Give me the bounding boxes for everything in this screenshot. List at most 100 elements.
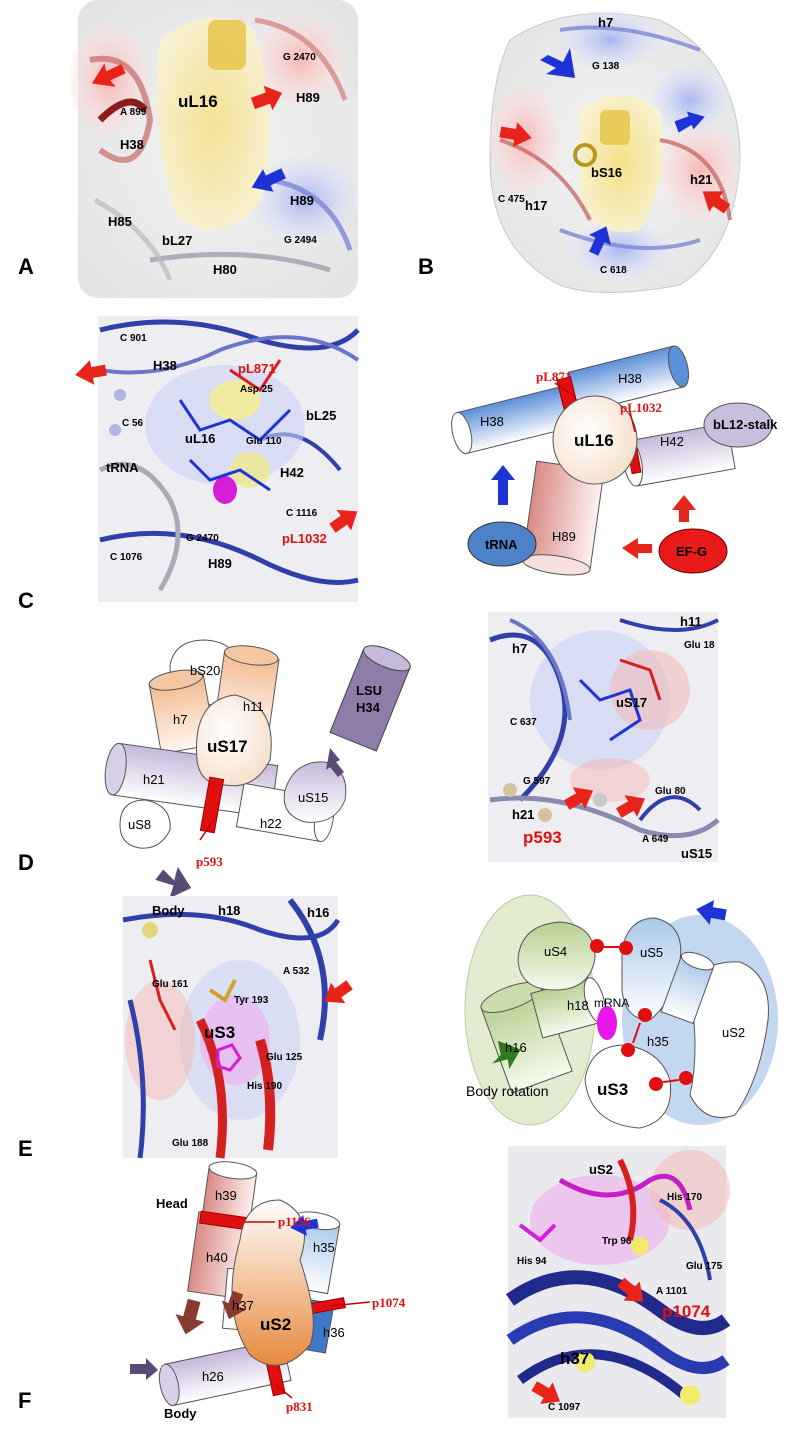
e-label-a532: A 532 [283,966,310,977]
c2-label-pL871: pL871 [536,369,572,384]
f2-label-p1074: p1074 [662,1302,711,1321]
panel-letter-b: B [418,254,434,279]
c-label-glu110: Glu 110 [246,436,282,447]
e-label-h18: h18 [218,903,241,918]
a-label-g2470: G 2470 [283,52,316,63]
f2-label-his170: His 170 [667,1192,703,1203]
e-label-glu161: Glu 161 [152,979,189,990]
f-label-head: Head [156,1196,188,1211]
c-label-c1076: C 1076 [110,552,143,563]
f-label-h26: h26 [202,1369,224,1384]
d2-label-h11: h11 [680,614,702,629]
f-label-h39: h39 [215,1188,237,1203]
f-label-p1074: p1074 [372,1295,406,1310]
a-label-bL27: bL27 [162,233,193,248]
panel-e-schematic [464,894,778,1129]
panel-letter-d: D [18,850,34,875]
d-label-uS17: uS17 [207,737,248,756]
panel-d-schematic [104,639,411,899]
c-label-pL1032: pL1032 [282,531,327,546]
panel-c-schematic [451,345,773,576]
panel-b-structure [489,10,741,293]
f-label-p1156: p1156 [278,1214,311,1229]
e2-label-h35: h35 [647,1034,669,1049]
c-label-h38: H38 [153,358,177,373]
a-label-h89-top: H89 [296,90,320,105]
b-label-c475: C 475 [498,194,525,205]
d-label-bS20: bS20 [190,663,221,678]
e-label-uS3: uS3 [204,1023,236,1042]
e2-label-uS3: uS3 [597,1080,629,1099]
e2-label-uS5: uS5 [640,945,664,960]
a-label-h38: H38 [120,137,144,152]
e-label-glu125: Glu 125 [266,1052,303,1063]
a-label-g2494: G 2494 [284,235,317,246]
e-label-h16: h16 [307,905,330,920]
a-label-a899: A 899 [120,107,147,118]
c2-label-bL12stalk: bL12-stalk [713,417,778,432]
c2-label-pL1032: pL1032 [620,400,662,415]
a-label-uL16: uL16 [178,92,218,111]
d-label-p593: p593 [196,854,223,869]
f2-label-glu175: Glu 175 [686,1261,723,1272]
c-label-asp25: Asp 25 [240,384,273,395]
b-label-g138: G 138 [592,61,620,72]
f2-label-his94: His 94 [517,1256,547,1267]
f-label-h37: h37 [232,1298,254,1313]
c-label-c901: C 901 [120,333,147,344]
a-label-h80: H80 [213,262,237,277]
d-label-uS15: uS15 [298,790,329,805]
d2-label-g597: G 597 [523,776,551,787]
d-label-h22: h22 [260,816,282,831]
f2-label-a1101: A 1101 [656,1286,688,1297]
c-label-trna: tRNA [106,460,139,475]
f2-label-trp96: Trp 96 [602,1236,632,1247]
panel-d-structure [488,612,720,862]
panel-a-structure [70,0,360,298]
e2-label-h16: h16 [505,1040,527,1055]
b-label-bS16: bS16 [591,165,623,180]
d-label-uS8: uS8 [128,817,152,832]
c2-label-efg: EF-G [676,544,708,559]
panel-f-structure [505,1146,731,1418]
e2-label-mrna: mRNA [594,996,630,1010]
b-label-h21: h21 [690,172,713,187]
f-label-body: Body [164,1406,197,1421]
c-label-c56: C 56 [122,418,144,429]
f-label-h36: h36 [323,1325,345,1340]
e2-label-h18: h18 [567,998,589,1013]
panel-letter-c: C [18,588,34,613]
b-label-h17: h17 [525,198,548,213]
f-label-h40: h40 [206,1250,228,1265]
d-label-h7: h7 [173,712,188,727]
panel-c-structure [75,316,360,602]
panel-letter-a: A [18,254,34,279]
panel-letter-e: E [18,1136,33,1161]
e2-label-uS4: uS4 [544,944,568,959]
c-label-h89: H89 [208,556,232,571]
d2-label-uS17: uS17 [616,695,648,710]
d2-label-h21: h21 [512,807,535,822]
f2-label-uS2: uS2 [589,1162,613,1177]
d-label-lsu: LSU [356,683,382,698]
c2-label-trna: tRNA [485,537,518,552]
d-label-h34: H34 [356,700,380,715]
d2-label-p593: p593 [523,828,562,847]
e-label-glu188: Glu 188 [172,1138,209,1149]
f-label-p831: p831 [286,1399,313,1414]
panel-e-structure [122,896,353,1159]
c2-label-h42: H42 [660,434,684,449]
panel-letter-f: F [18,1388,32,1413]
c-label-pL871: pL871 [238,361,276,376]
f-label-h35: h35 [313,1240,335,1255]
d2-label-a649: A 649 [642,834,669,845]
a-label-h85: H85 [108,214,132,229]
a-label-h89-mid: H89 [290,193,314,208]
e2-label-uS2: uS2 [722,1025,746,1040]
f-label-uS2: uS2 [260,1315,292,1334]
d2-label-h7: h7 [512,641,528,656]
d-label-h11: h11 [243,699,264,714]
c-label-bL25: bL25 [306,408,337,423]
e-label-his190: His 190 [247,1081,283,1092]
c2-label-h89: H89 [552,529,576,544]
